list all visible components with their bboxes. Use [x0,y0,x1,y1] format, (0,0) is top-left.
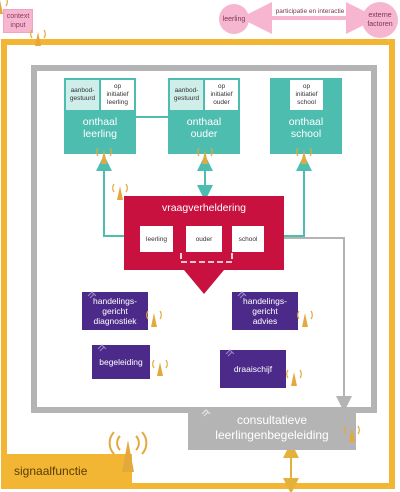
context-input-box: context input [3,9,33,33]
title-line: onthaal [82,116,118,128]
title-line: onthaal [186,116,222,128]
box-label: draaischijf [233,364,273,374]
sub-label: ouder [213,99,230,106]
sub-label: op [217,83,226,90]
onthaal-leerling-title: onthaal leerling [64,116,136,140]
vraag-leerling-box: leerling [140,226,173,252]
box-label: handelings- [93,296,137,306]
externe-label-1: externe [368,12,392,19]
onthaal-ouder-box: aanbod- gestuurd op initiatief ouder ont… [168,78,240,154]
op-initiatief-leerling: op initiatief leerling [101,80,134,110]
draaischijf-box: draaischijf [220,350,286,388]
context-input-label-1: context [6,13,30,20]
onthaal-school-box: op initiatief school onthaal school [270,78,342,154]
externe-factoren-circle: externe factoren [362,2,398,38]
op-initiatief-school: op initiatief school [290,80,323,110]
outer-frame [1,39,395,489]
title-line: leerling [83,128,117,140]
aanbodgestuurd-leerling: aanbod- gestuurd [66,80,99,110]
sub-label: aanbod- [70,87,95,94]
sub-label: initiatief [210,91,233,98]
leerling-circle-label: leerling [222,15,246,23]
vraagverheldering-title: vraagverheldering [161,202,247,214]
handelingsgericht-advies-box: handelings- gericht advies [232,292,298,330]
leerling-circle: leerling [219,4,249,34]
sub-label: op [302,83,311,90]
onthaal-leerling-box: aanbod- gestuurd op initiatief leerling … [64,78,136,154]
clb-line-1: consultatieve [236,413,308,427]
begeleiding-box: begeleiding [92,345,150,379]
participatie-label: participatie en interactie [275,8,345,15]
sub-label: op [113,83,122,90]
externe-label-2: factoren [367,21,393,28]
box-label: diagnostiek [93,316,137,326]
aanbodgestuurd-ouder: aanbod- gestuurd [170,80,203,110]
sub-label: aanbod- [174,87,199,94]
onthaal-school-title: onthaal school [270,116,342,140]
sub-label: gestuurd [69,95,96,102]
consultatieve-leerlingenbegeleiding-box: consultatieve leerlingenbegeleiding [188,408,356,450]
box-label: gericht [102,306,128,316]
title-line: onthaal [288,116,324,128]
vraag-ouder-box: ouder [186,226,222,252]
onthaal-ouder-title: onthaal ouder [168,116,240,140]
box-label: handelings- [243,296,287,306]
vraag-school-box: school [232,226,264,252]
title-line: ouder [190,128,218,140]
op-initiatief-ouder: op initiatief ouder [205,80,238,110]
clb-line-2: leerlingenbegeleiding [215,428,329,442]
sub-label: initiatief [106,91,129,98]
box-label: begeleiding [99,357,143,367]
box-label: advies [252,316,278,326]
signaalfunctie-label: signaalfunctie [14,464,88,478]
sub-label: gestuurd [173,95,200,102]
sub-label: initiatief [295,91,318,98]
context-input-label-2: input [10,22,26,29]
box-label: gericht [252,306,278,316]
title-line: school [290,128,322,140]
signaalfunctie-box: signaalfunctie [4,454,132,488]
sub-label: school [297,99,316,106]
handelingsgericht-diagnostiek-box: handelings- gericht diagnostiek [82,292,148,330]
sub-label: leerling [107,99,128,106]
